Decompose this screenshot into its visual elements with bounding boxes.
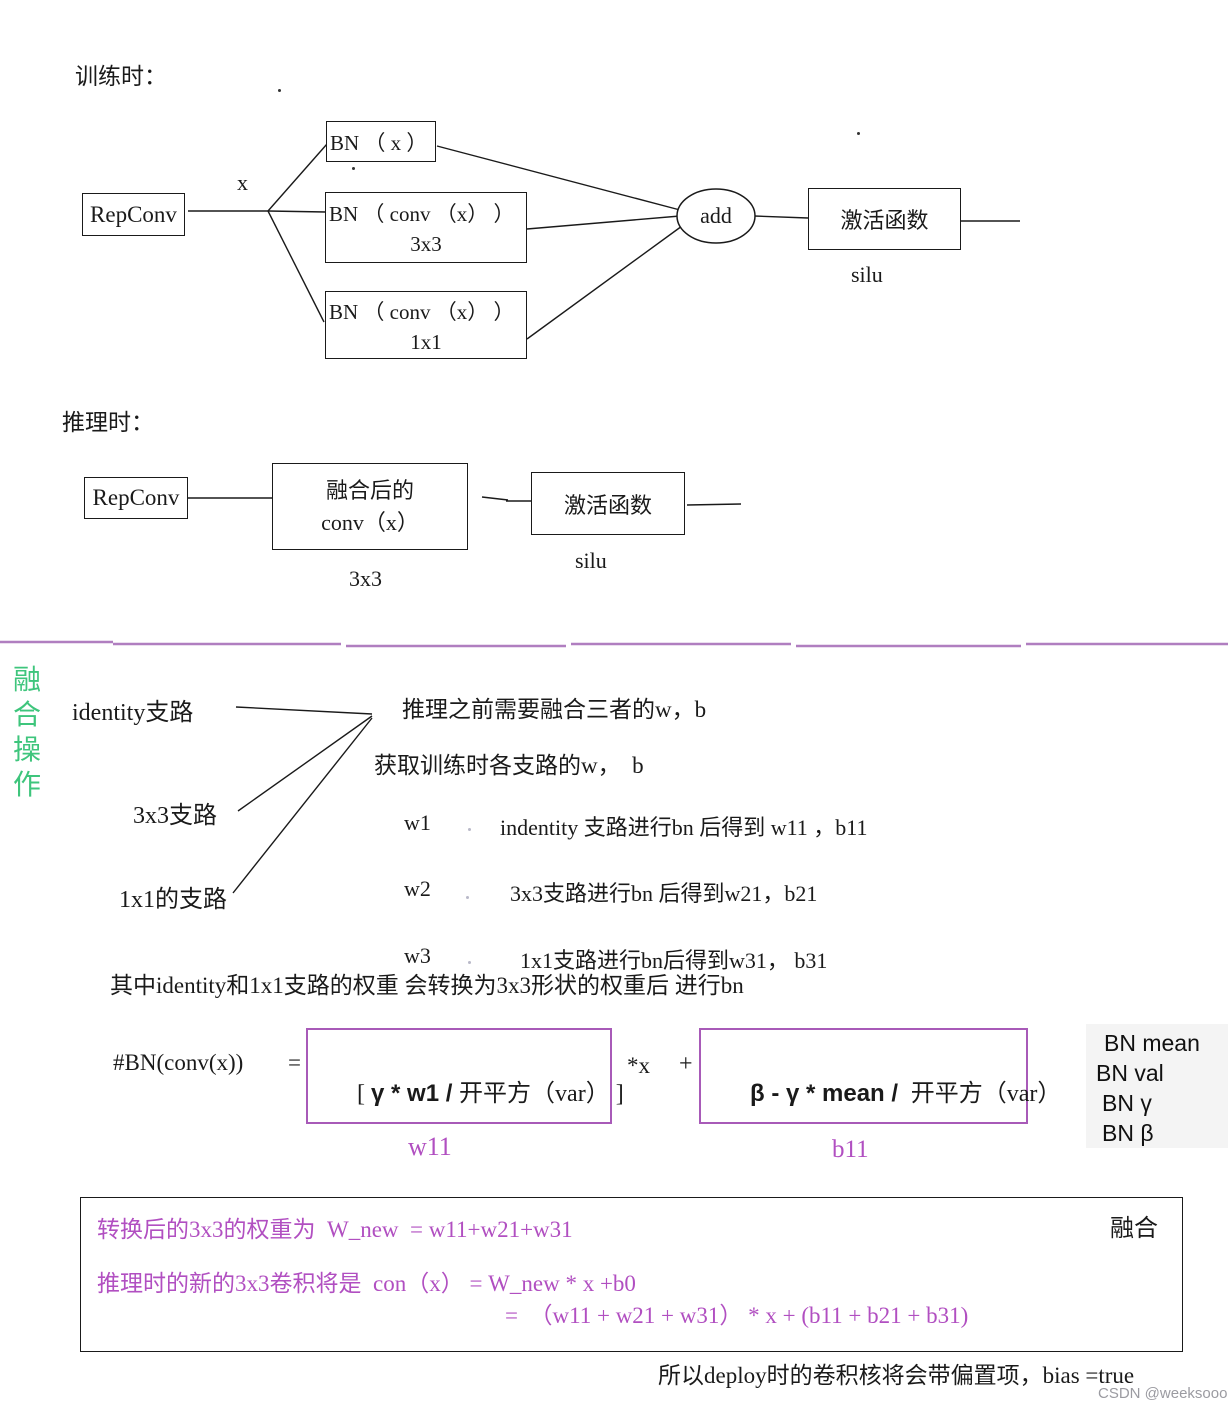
inference-section-label: 推理时：	[62, 410, 154, 435]
training-bn-identity-box: BN （ x ）	[326, 121, 436, 162]
fusion-w3-desc: 1x1支路进行bn后得到w31， b31	[520, 948, 828, 973]
fusion-w1-label: w1	[404, 810, 431, 835]
inference-activation-name: silu	[575, 548, 607, 573]
fusion-w2-label: w2	[404, 876, 431, 901]
training-section-label: 训练时：	[75, 64, 167, 89]
ink-dot	[857, 132, 860, 135]
deploy-note: 所以deploy时的卷积核将会带偏置项，bias =true	[658, 1363, 1135, 1388]
fusion-side-char: 合	[12, 700, 41, 731]
training-bn-conv1x1-box: BN （ conv （x） ） 1x1	[325, 291, 527, 359]
faint-dot	[468, 961, 471, 964]
inference-repconv-box: RepConv	[84, 477, 188, 519]
fusion-w1-desc: indentity 支路进行bn 后得到 w11 ，b11	[500, 815, 868, 840]
fusion-note-line2: 获取训练时各支路的w， b	[374, 753, 644, 778]
inference-activation-box: 激活函数	[531, 472, 685, 535]
formula-weight-open: [	[357, 1081, 371, 1107]
training-input-x-label: x	[237, 170, 248, 195]
fusion-branch-3x3-label: 3x3支路	[133, 803, 217, 829]
training-repconv-label: RepConv	[90, 201, 177, 227]
training-activation-box: 激活函数	[808, 188, 961, 250]
result-box	[80, 1197, 1183, 1352]
training-bn-conv1x1-line2: 1x1	[410, 329, 442, 354]
inference-fused-conv-line2: conv（x）	[321, 509, 419, 535]
bn-params-block: BN mean BN val BN γ BN β	[1086, 1024, 1228, 1148]
training-add-node-label: add	[700, 203, 732, 228]
inference-repconv-label: RepConv	[92, 485, 180, 510]
bn-param-beta: BN β	[1102, 1120, 1154, 1146]
formula-times-x: *x	[627, 1053, 650, 1078]
formula-w11-label: w11	[408, 1132, 452, 1161]
formula-equals: =	[288, 1050, 301, 1075]
training-bn-conv3x3-box: BN （ conv （x） ） 3x3	[325, 192, 527, 263]
formula-bias-cjk: 开平方（var）	[904, 1081, 1062, 1107]
inference-kernel-label: 3x3	[349, 566, 382, 591]
bn-param-gamma: BN γ	[1102, 1090, 1152, 1116]
formula-weight-cjk: 开平方（var）	[459, 1081, 610, 1107]
result-line2: 推理时的新的3x3卷积将是 con（x） = W_new * x +b0	[97, 1271, 636, 1296]
formula-bias-box: β - γ * mean / 开平方（var）	[699, 1028, 1061, 1124]
ink-dot	[278, 89, 281, 92]
formula-lhs: #BN(conv(x))	[113, 1050, 244, 1075]
inference-fused-conv-line1: 融合后的	[325, 477, 414, 503]
formula-plus: +	[679, 1051, 693, 1077]
inference-activation-label: 激活函数	[563, 492, 652, 518]
fusion-side-char: 融	[12, 665, 41, 696]
result-line3: = （w11 + w21 + w31） * x + (b11 + b21 + b…	[505, 1303, 969, 1328]
fusion-branch-identity-label: identity支路	[72, 700, 194, 726]
formula-weight-box: [ γ * w1 / 开平方（var） ]	[306, 1028, 624, 1124]
result-line1: 转换后的3x3的权重为 W_new = w11+w21+w31	[97, 1217, 573, 1242]
training-bn-conv1x1-line1: BN （ conv （x） ）	[329, 299, 515, 324]
ink-dot	[352, 167, 355, 170]
fusion-w2-desc: 3x3支路进行bn 后得到w21，b21	[510, 881, 818, 906]
fusion-w3-label: w3	[404, 943, 431, 968]
training-activation-label: 激活函数	[840, 208, 929, 233]
fusion-side-char: 作	[12, 770, 41, 801]
training-bn-identity-label: BN （ x ）	[330, 130, 428, 155]
fusion-side-label: 融 合 操 作	[10, 663, 44, 803]
bn-param-val: BN val	[1096, 1060, 1164, 1086]
fusion-note-line1: 推理之前需要融合三者的w，b	[402, 697, 707, 722]
training-bn-conv3x3-line2: 3x3	[410, 232, 442, 256]
fusion-branch-1x1-label: 1x1的支路	[119, 887, 227, 913]
fusion-side-char: 操	[12, 735, 41, 766]
formula-b11-label: b11	[832, 1136, 869, 1163]
faint-dot	[468, 828, 471, 831]
inference-fused-conv-box: 融合后的 conv（x）	[272, 463, 468, 550]
bn-param-mean: BN mean	[1104, 1030, 1200, 1056]
training-repconv-box: RepConv	[82, 193, 185, 236]
training-activation-name: silu	[851, 262, 883, 287]
result-corner-label: 融合	[1110, 1216, 1158, 1242]
formula-bias-sans: β - γ * mean /	[750, 1080, 905, 1107]
training-bn-conv3x3-line1: BN （ conv （x） ）	[329, 202, 515, 226]
formula-weight-close: ]	[609, 1081, 624, 1107]
faint-dot	[466, 896, 469, 899]
formula-weight-sans: γ * w1 /	[371, 1080, 460, 1107]
watermark: CSDN @weeksooo	[1098, 1385, 1228, 1402]
fusion-weights-note: 其中identity和1x1支路的权重 会转换为3x3形状的权重后 进行bn	[110, 973, 744, 998]
